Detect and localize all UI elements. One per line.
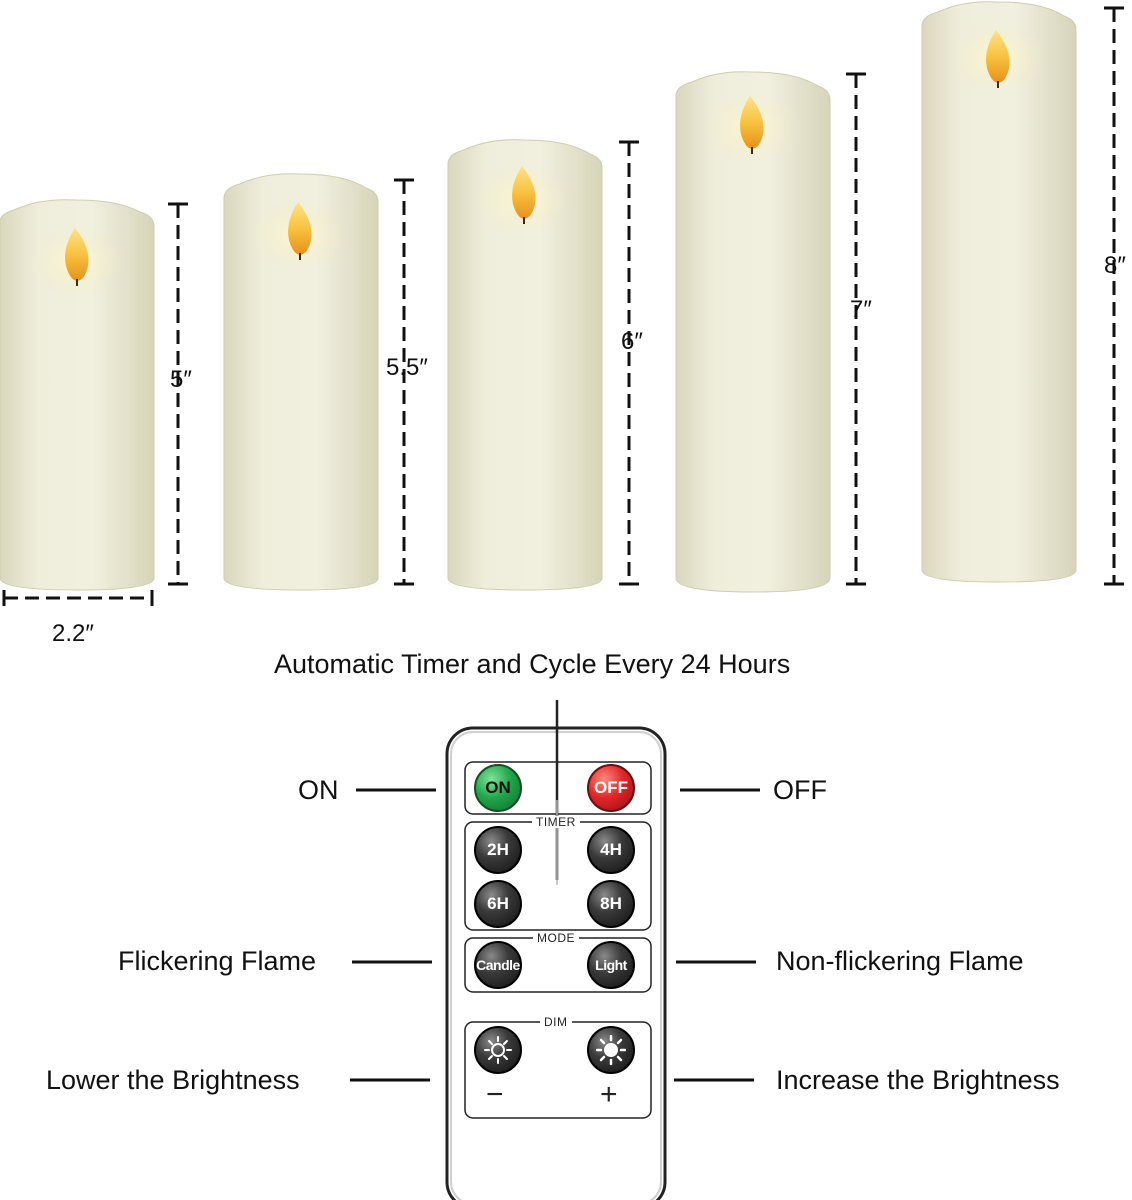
flame-icon xyxy=(512,166,536,219)
flame-icon xyxy=(288,202,312,255)
candle-5-5in xyxy=(223,173,379,591)
plus-sign: + xyxy=(600,1078,618,1111)
light-mode-button[interactable]: Light xyxy=(587,941,635,989)
timer-8h-button[interactable]: 8H xyxy=(587,880,635,928)
candle-8in xyxy=(921,1,1077,583)
height-label-6in: 6″ xyxy=(621,328,643,355)
minus-sign: − xyxy=(486,1078,504,1111)
height-label-8in: 8″ xyxy=(1104,252,1126,279)
brightness-low-icon xyxy=(484,1036,512,1064)
height-label-5-5in: 5.5″ xyxy=(386,354,428,381)
dim-section-title: DIM xyxy=(540,1016,572,1028)
callout-off: OFF xyxy=(773,775,827,805)
timer-2h-button[interactable]: 2H xyxy=(474,826,522,874)
timer-section-title: TIMER xyxy=(532,816,580,828)
brightness-high-icon xyxy=(596,1035,626,1065)
callout-increase-brightness: Increase the Brightness xyxy=(776,1065,1060,1095)
timer-4h-button[interactable]: 4H xyxy=(587,826,635,874)
on-button[interactable]: ON xyxy=(474,764,522,812)
callout-lower-brightness: Lower the Brightness xyxy=(46,1065,300,1095)
flame-icon xyxy=(65,228,89,281)
candle-6in xyxy=(447,139,603,591)
off-button[interactable]: OFF xyxy=(587,764,635,812)
dimension-lines xyxy=(2,6,1124,606)
callout-non-flickering-flame: Non-flickering Flame xyxy=(776,946,1024,976)
flame-icon xyxy=(986,30,1010,83)
diameter-label: 2.2″ xyxy=(52,620,94,647)
callout-flickering-flame: Flickering Flame xyxy=(118,946,317,976)
callout-lines xyxy=(350,788,760,1082)
dim-up-button[interactable] xyxy=(587,1026,635,1074)
candle-7in xyxy=(675,71,831,593)
dim-down-button[interactable] xyxy=(474,1026,522,1074)
height-label-7in: 7″ xyxy=(850,296,872,323)
timer-caption: Automatic Timer and Cycle Every 24 Hours xyxy=(274,649,791,679)
callout-on: ON xyxy=(298,775,339,805)
height-label-5in: 5″ xyxy=(170,366,192,393)
flame-icon xyxy=(740,96,764,149)
timer-6h-button[interactable]: 6H xyxy=(474,880,522,928)
candle-5in xyxy=(0,199,155,591)
mode-section-title: MODE xyxy=(533,932,579,944)
candle-mode-button[interactable]: Candle xyxy=(474,941,522,989)
